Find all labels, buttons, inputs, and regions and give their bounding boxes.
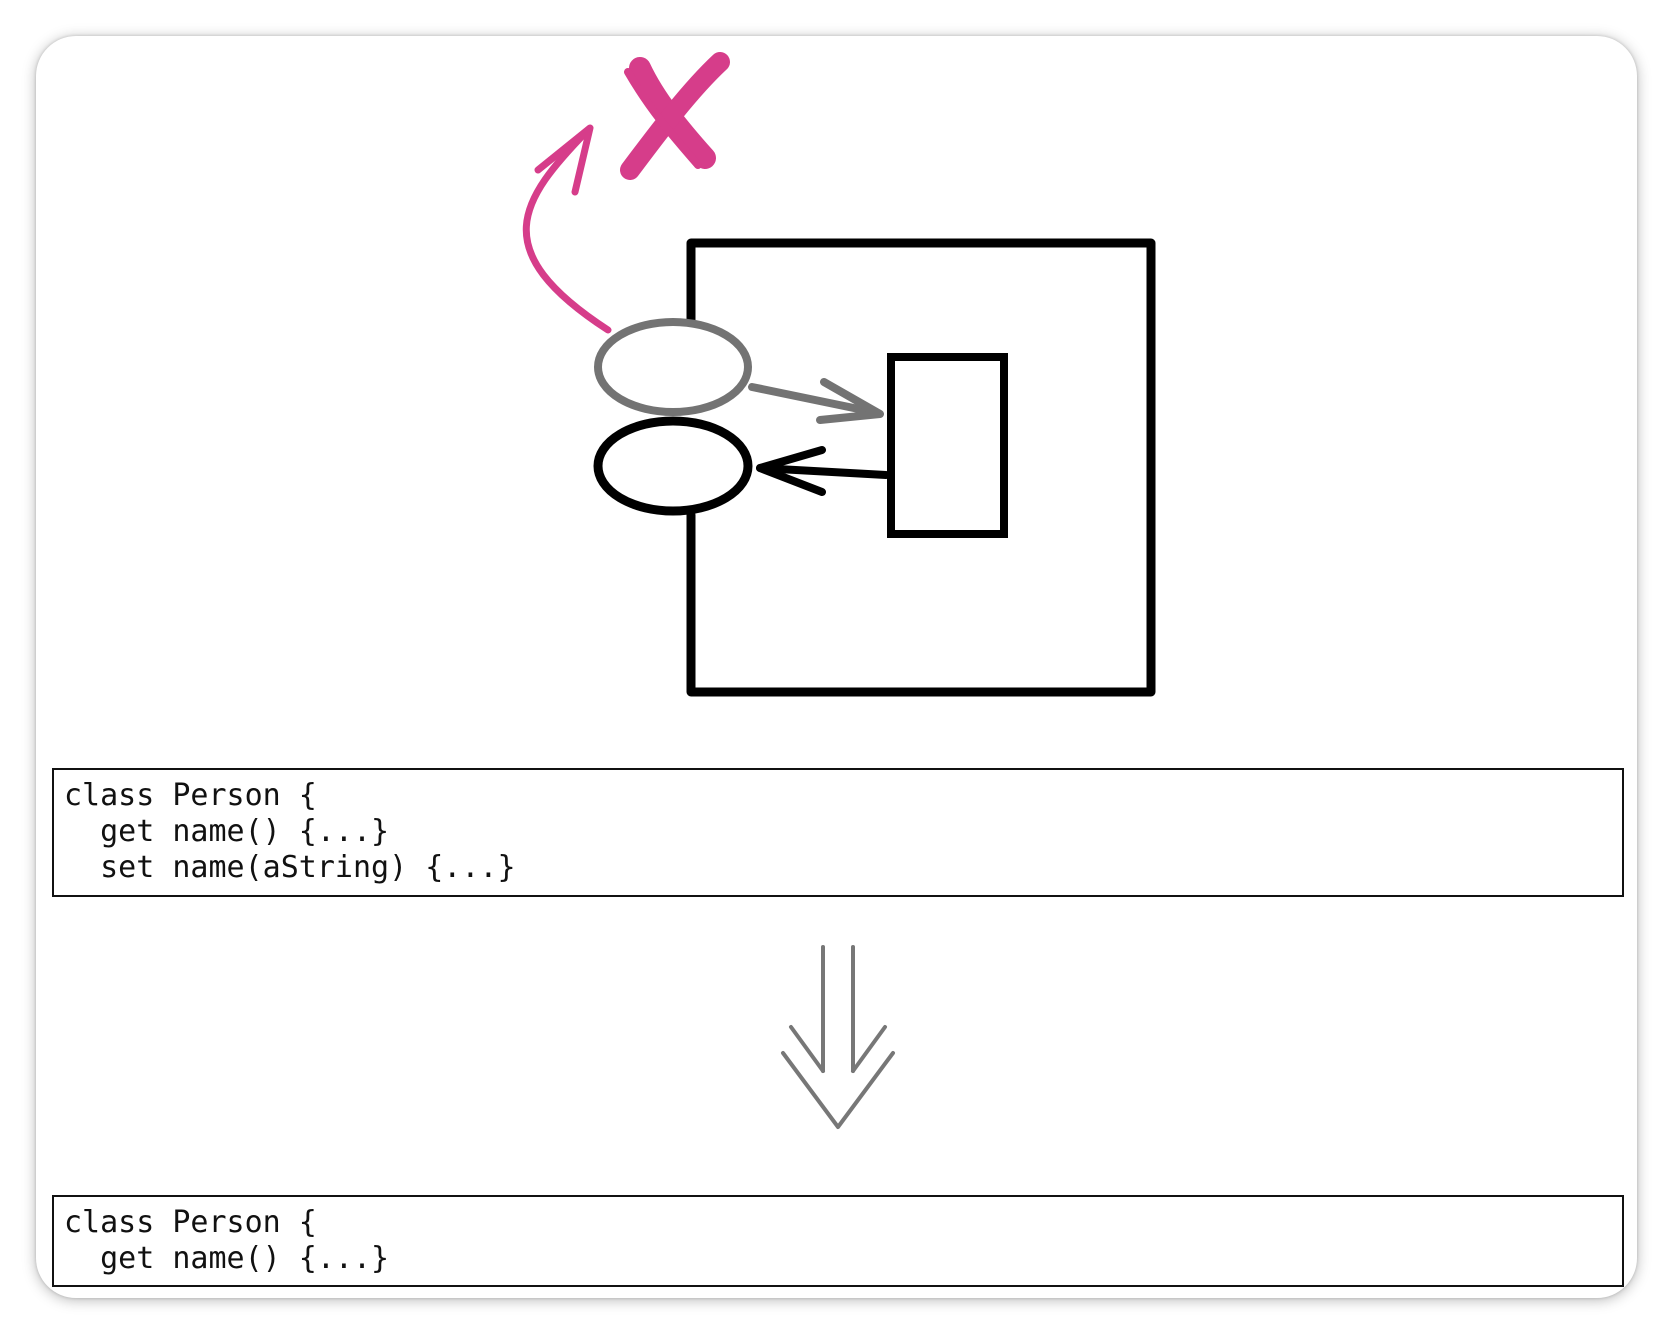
code-line: get name() {...} (64, 814, 390, 849)
object-box (686, 238, 1156, 697)
field-box (887, 353, 1008, 538)
getter-ellipse (593, 416, 753, 516)
code-after-box: class Person { get name() {...} (52, 1195, 1624, 1287)
code-line: get name() {...} (64, 1241, 390, 1276)
code-line: set name(aString) {...} (64, 850, 516, 885)
code-line: class Person { (64, 1205, 317, 1240)
removal-arrow (522, 124, 612, 334)
code-before-box: class Person { get name() {...} set name… (52, 768, 1624, 897)
setter-ellipse (594, 318, 752, 416)
x-mark-icon (620, 52, 730, 180)
double-down-arrow-icon (781, 945, 895, 1129)
code-line: class Person { (64, 778, 317, 813)
setter-to-field-arrow (748, 378, 884, 424)
field-to-getter-arrow (756, 446, 890, 496)
